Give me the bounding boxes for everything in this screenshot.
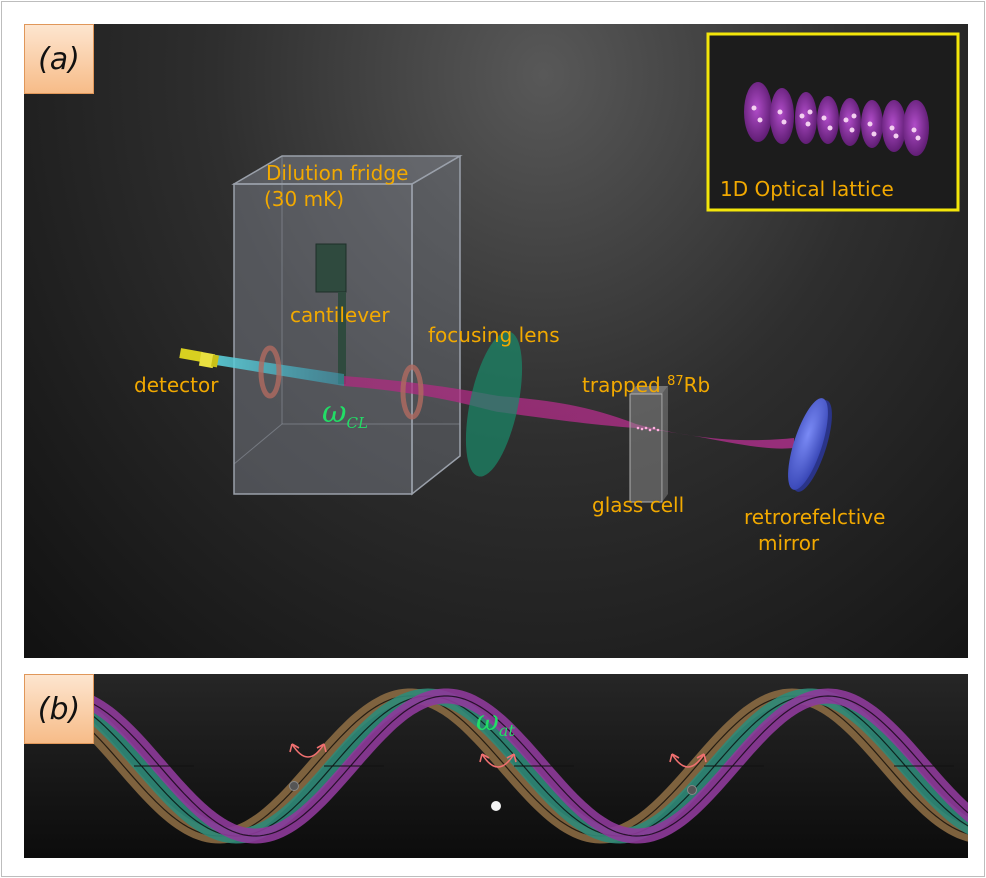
element-symbol: Rb <box>684 373 711 397</box>
panel-a-apparatus: 1D Optical lattice Dilution fridge (30 m… <box>24 24 968 658</box>
glass-cell <box>629 386 668 503</box>
cantilever <box>315 243 347 384</box>
omega-cl-symbol: ω <box>322 395 346 430</box>
laser-beam <box>344 376 794 449</box>
trapped-rb-label: trapped 87Rb <box>582 373 710 397</box>
atom-well-center <box>479 753 517 811</box>
atom-center <box>491 801 501 811</box>
omega-at-label: ωat <box>476 704 515 740</box>
mirror-label-line1: retrorefelctive <box>744 505 885 529</box>
panel-b-potential: ωat (b) <box>24 674 968 858</box>
mirror-label-line2: mirror <box>758 531 820 555</box>
isotope-number: 87 <box>667 374 684 389</box>
detector-label: detector <box>134 373 219 397</box>
omega-cl-subscript: CL <box>346 414 367 432</box>
panel-b-tag: (b) <box>24 674 94 744</box>
trapped-atoms <box>636 426 660 432</box>
lattice-discs <box>744 82 929 156</box>
lattice-potential-waves: ωat <box>24 688 968 844</box>
fridge-label-line1: Dilution fridge <box>266 161 408 185</box>
fridge-window-right <box>400 364 424 420</box>
atom-right <box>687 785 697 795</box>
detector-device <box>179 348 219 369</box>
focusing-lens-label: focusing lens <box>428 323 560 347</box>
retroreflective-mirror <box>788 398 832 492</box>
glass-cell-label: glass cell <box>592 493 684 517</box>
atom-well-right <box>669 753 707 795</box>
fridge-window-left <box>258 345 282 399</box>
wave-bands <box>24 688 968 844</box>
panel-a-tag: (a) <box>24 24 94 94</box>
lattice-atoms <box>751 105 921 141</box>
focusing-lens <box>465 331 523 477</box>
omega-at-symbol: ω <box>476 704 499 737</box>
optical-lattice-inset: 1D Optical lattice <box>706 32 960 212</box>
atom-well-left <box>289 743 327 791</box>
trapped-prefix: trapped <box>582 373 667 397</box>
omega-at-subscript: at <box>499 721 516 740</box>
wave-band-edge-3 <box>24 695 968 837</box>
cantilever-label: cantilever <box>290 303 390 327</box>
fridge-label-line2: (30 mK) <box>264 187 344 211</box>
inset-label: 1D Optical lattice <box>720 177 894 201</box>
apparatus-diagram: 1D Optical lattice Dilution fridge (30 m… <box>134 32 960 555</box>
atom-left <box>289 781 299 791</box>
omega-cl-label: ωCL <box>322 395 368 432</box>
